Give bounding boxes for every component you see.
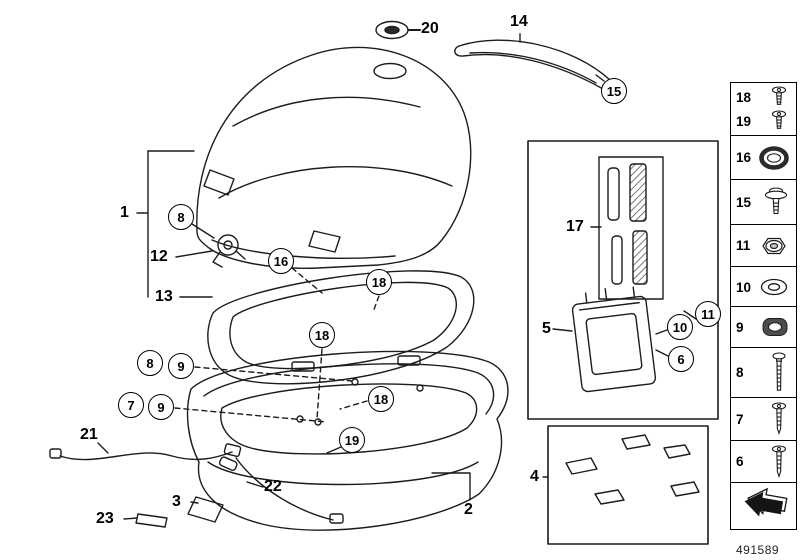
callout-14: 14 <box>510 13 528 30</box>
leader-line <box>431 472 471 501</box>
legend-label: 7 <box>736 411 744 427</box>
assembly-bracket-line <box>136 150 213 298</box>
lock-part <box>175 223 246 268</box>
plate-part <box>571 286 657 393</box>
callout-circle-15: 15 <box>601 78 627 104</box>
callout-circle-8: 8 <box>137 350 163 376</box>
legend-label: 16 <box>736 150 752 166</box>
callout-circle-19: 19 <box>339 427 365 453</box>
screw-icon <box>771 402 787 436</box>
cover-part <box>187 496 224 523</box>
flange-nut-icon <box>762 237 786 254</box>
pad-kit-box <box>542 425 709 545</box>
callout-12: 12 <box>150 248 168 265</box>
grommet-icon <box>762 318 788 337</box>
legend-cell: 15 <box>730 179 797 226</box>
callout-22: 22 <box>264 478 282 495</box>
strip-part <box>123 513 168 528</box>
callout-circle-6: 6 <box>668 346 694 372</box>
legend-cell: 9 <box>730 306 797 349</box>
callout-3: 3 <box>172 493 181 510</box>
legend-cell: 10 <box>730 266 797 309</box>
callout-21: 21 <box>80 426 98 443</box>
legend-label: 11 <box>736 238 751 254</box>
callout-circle-16: 16 <box>268 248 294 274</box>
legend-cell: 11 <box>730 223 797 268</box>
callout-circle-18: 18 <box>309 322 335 348</box>
callout-4: 4 <box>530 468 539 485</box>
callout-20: 20 <box>421 20 439 37</box>
callout-2: 2 <box>464 501 473 518</box>
cap-icon <box>759 146 789 170</box>
legend-label: 15 <box>736 194 752 210</box>
direction-arrow-icon <box>744 488 788 517</box>
callout-17: 17 <box>566 218 584 235</box>
screw-short-icon <box>771 110 787 130</box>
washer-icon <box>760 278 788 296</box>
legend-cell: 7 <box>730 397 797 442</box>
hardware-legend: 18 19 16 <box>730 82 797 531</box>
spoiler-part <box>454 33 614 91</box>
legend-cell-direction <box>730 482 797 531</box>
callout-circle-7: 7 <box>118 392 144 418</box>
seal-frame-part <box>207 270 475 385</box>
legend-cell: 18 19 <box>730 82 797 137</box>
callout-circle-18: 18 <box>366 269 392 295</box>
legend-cell: 6 <box>730 439 797 484</box>
cap-part <box>375 20 421 40</box>
legend-label: 18 <box>736 89 752 105</box>
screw-flange-icon <box>764 187 788 215</box>
screw-short-icon <box>771 86 787 106</box>
legend-label: 8 <box>736 365 744 381</box>
callout-5: 5 <box>542 320 551 337</box>
callout-1: 1 <box>120 204 129 221</box>
legend-label: 9 <box>736 319 744 335</box>
legend-cell: 16 <box>730 134 797 181</box>
callout-circle-11: 11 <box>695 301 721 327</box>
kit-box <box>527 140 719 420</box>
callout-circle-10: 10 <box>667 314 693 340</box>
dashed-leader-lines <box>174 267 380 423</box>
screw-icon <box>771 445 787 478</box>
callout-13: 13 <box>155 288 173 305</box>
screw-long-icon <box>772 352 786 391</box>
callout-circle-9: 9 <box>148 394 174 420</box>
callout-circle-8: 8 <box>168 204 194 230</box>
legend-label: 6 <box>736 454 744 470</box>
cable-21-part <box>49 442 242 461</box>
callout-23: 23 <box>96 510 114 527</box>
callout-circle-9: 9 <box>168 353 194 379</box>
legend-label: 10 <box>736 279 752 295</box>
legend-label: 19 <box>736 113 752 129</box>
part-number: 491589 <box>736 543 780 557</box>
legend-cell: 8 <box>730 346 797 399</box>
lid-part <box>196 46 472 269</box>
callout-circle-18: 18 <box>368 386 394 412</box>
cable-22-part <box>218 456 344 524</box>
